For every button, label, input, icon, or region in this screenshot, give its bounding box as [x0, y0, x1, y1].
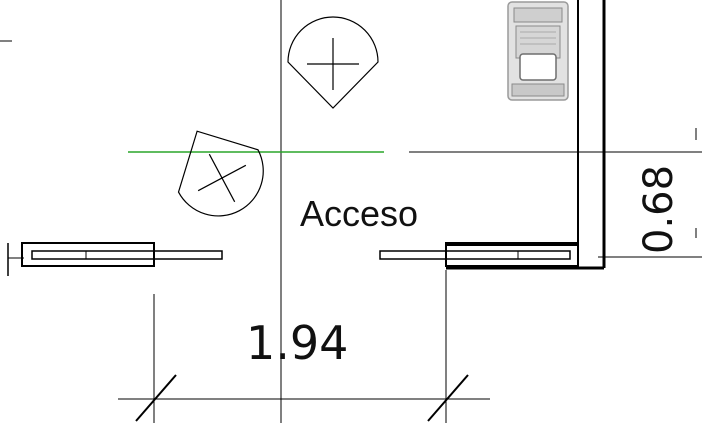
width-dimension-label: 1.94: [246, 316, 349, 370]
access-label: Acceso: [300, 193, 419, 234]
right-sliding-door: [379, 242, 579, 267]
width-dimension-tick-left: [135, 374, 177, 422]
circle-cross-symbol-upper: [287, 16, 379, 109]
width-dimension-tick-right: [427, 374, 469, 422]
circle-cross-symbol-lower: [177, 130, 264, 217]
gray-equipment-unit: [507, 1, 569, 101]
left-sliding-door: [7, 242, 223, 276]
height-dimension-label: 0.68: [636, 164, 682, 254]
